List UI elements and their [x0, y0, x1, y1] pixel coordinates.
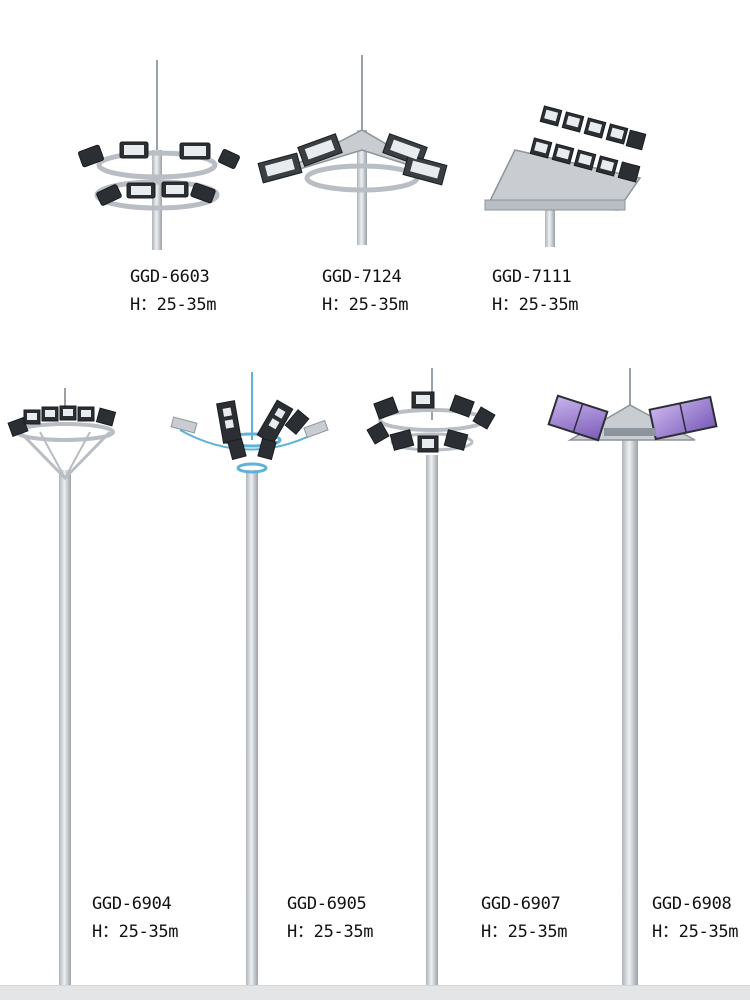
- product-height: H：25-35m: [130, 295, 217, 315]
- product-illustration-ggd-6904: [7, 388, 117, 985]
- product-illustration-ggd-7124: [257, 55, 448, 245]
- product-height: H：25-35m: [92, 922, 179, 942]
- product-height: H：25-35m: [322, 295, 409, 315]
- product-label-ggd-6907: GGD-6907 H：25-35m: [481, 890, 568, 946]
- product-code: GGD-6908: [652, 894, 732, 914]
- product-illustration-ggd-6908: [547, 368, 718, 985]
- product-label-ggd-6603: GGD-6603 H：25-35m: [130, 263, 217, 319]
- product-code: GGD-7124: [322, 267, 402, 287]
- product-label-ggd-6905: GGD-6905 H：25-35m: [287, 890, 374, 946]
- product-label-ggd-6904: GGD-6904 H：25-35m: [92, 890, 179, 946]
- product-code: GGD-6907: [481, 894, 561, 914]
- product-illustration-ggd-6907: [366, 368, 496, 985]
- product-height: H：25-35m: [652, 922, 739, 942]
- product-label-ggd-7124: GGD-7124 H：25-35m: [322, 263, 409, 319]
- product-illustration-ggd-7111: [484, 105, 647, 247]
- product-illustration-ggd-6603: [77, 60, 240, 250]
- product-code: GGD-7111: [492, 267, 572, 287]
- product-code: GGD-6905: [287, 894, 367, 914]
- product-height: H：25-35m: [492, 295, 579, 315]
- product-height: H：25-35m: [481, 922, 568, 942]
- product-code: GGD-6904: [92, 894, 172, 914]
- product-label-ggd-7111: GGD-7111 H：25-35m: [492, 263, 579, 319]
- product-height: H：25-35m: [287, 922, 374, 942]
- product-illustration-ggd-6905: [170, 372, 329, 985]
- product-code: GGD-6603: [130, 267, 210, 287]
- bottom-strip: [0, 985, 750, 1000]
- product-label-ggd-6908: GGD-6908 H：25-35m: [652, 890, 739, 946]
